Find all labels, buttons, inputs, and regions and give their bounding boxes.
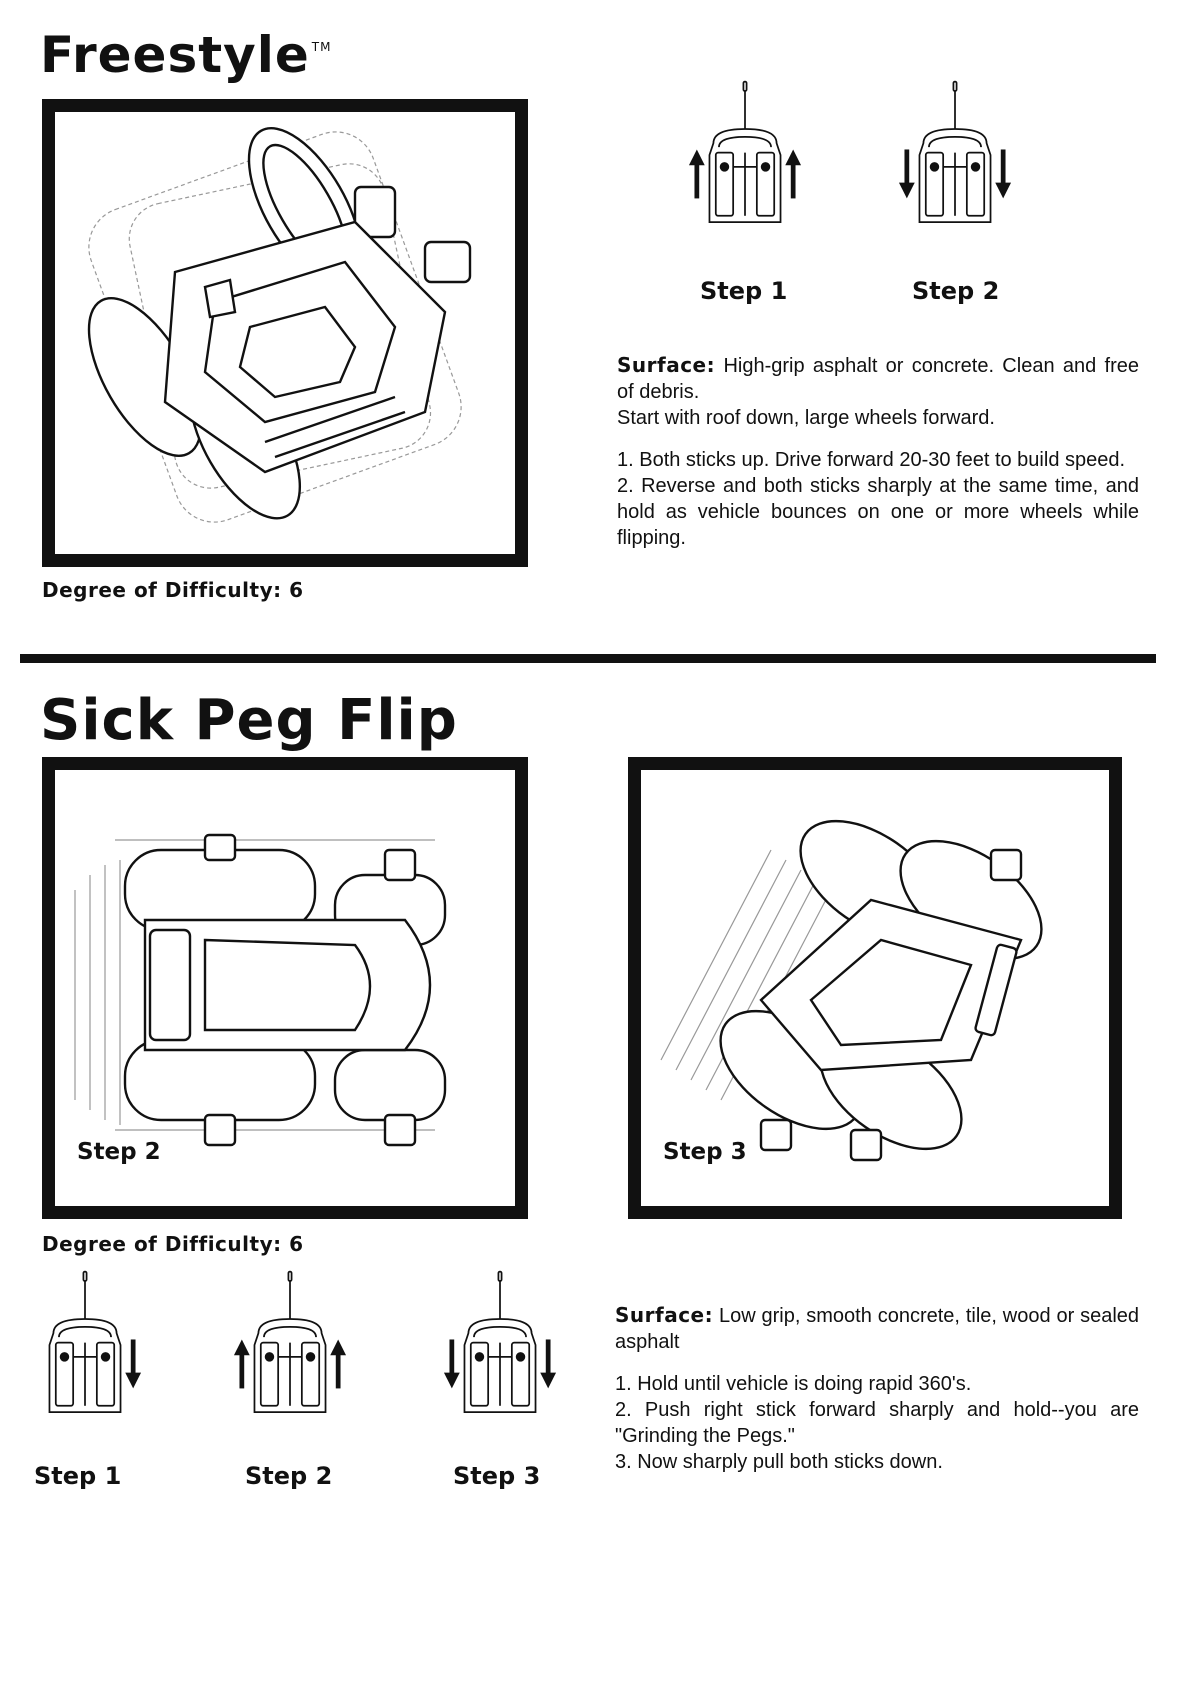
left-stick-arrow-icon [233, 1339, 250, 1389]
sick-peg-image-step2-label: Step 2 [71, 1137, 167, 1167]
right-stick-arrow-icon [785, 149, 802, 199]
right-stick-icon [515, 1352, 526, 1362]
freestyle-step1-label: Step 1 [700, 277, 788, 305]
freestyle-illustration-frame [42, 99, 528, 567]
right-stick-icon [100, 1352, 111, 1362]
freestyle-difficulty: Degree of Difficulty: 6 [42, 578, 304, 602]
right-stick-icon [970, 162, 981, 172]
left-stick-arrow-icon [688, 149, 705, 199]
right-stick-icon [760, 162, 771, 172]
controller-icon [708, 80, 782, 223]
sick-peg-step1-label: Step 1 [34, 1462, 122, 1490]
sick-peg-step3-illustration [660, 819, 1043, 1162]
trademark-mark: TM [311, 40, 332, 54]
left-stick-icon [719, 162, 730, 172]
sick-peg-controller-step2 [233, 1270, 347, 1413]
sick-peg-instruction-3: 3. Now sharply pull both sticks down. [615, 1451, 943, 1473]
controller-icon [918, 80, 992, 223]
controller-icon [48, 1270, 122, 1413]
left-stick-icon [59, 1352, 70, 1362]
freestyle-step2-label: Step 2 [912, 277, 1000, 305]
sick-peg-step2-label: Step 2 [245, 1462, 333, 1490]
controller-icon [253, 1270, 327, 1413]
sick-peg-controller-step3 [443, 1270, 557, 1413]
sick-peg-surface: Surface: Low grip, smooth concrete, tile… [615, 1303, 1140, 1353]
left-stick-arrow-icon [443, 1339, 460, 1389]
sick-peg-instruction-2: 2. Push right stick forward sharply and … [615, 1399, 1139, 1447]
right-stick-arrow-icon [540, 1339, 557, 1389]
freestyle-controller-step2 [898, 80, 1012, 223]
sick-peg-controller-step1 [48, 1270, 142, 1413]
freestyle-surface: Surface: High-grip asphalt or concrete. … [617, 353, 1139, 403]
section-divider [20, 654, 1156, 663]
sick-peg-image-step3-label: Step 3 [657, 1137, 753, 1167]
controller-icon [463, 1270, 537, 1413]
freestyle-description: Surface: High-grip asphalt or concrete. … [617, 352, 1139, 551]
freestyle-start: Start with roof down, large wheels forwa… [617, 407, 995, 429]
sick-peg-step3-frame: Step 3 [628, 757, 1122, 1219]
sick-peg-difficulty: Degree of Difficulty: 6 [42, 1232, 304, 1256]
right-stick-arrow-icon [330, 1339, 347, 1389]
right-stick-arrow-icon [125, 1339, 142, 1389]
sick-peg-instruction-1: 1. Hold until vehicle is doing rapid 360… [615, 1373, 972, 1395]
sick-peg-step3-label: Step 3 [453, 1462, 541, 1490]
freestyle-instruction-1: 1. Both sticks up. Drive forward 20-30 f… [617, 449, 1126, 471]
left-stick-icon [474, 1352, 485, 1362]
left-stick-icon [264, 1352, 275, 1362]
right-stick-icon [305, 1352, 316, 1362]
freestyle-instruction-2: 2. Reverse and both sticks sharply at th… [617, 475, 1139, 549]
sick-peg-step2-frame: Step 2 [42, 757, 528, 1219]
freestyle-controller-step1 [688, 80, 802, 223]
left-stick-arrow-icon [898, 149, 915, 199]
right-stick-arrow-icon [995, 149, 1012, 199]
sick-peg-step2-illustration [74, 833, 447, 1147]
left-stick-icon [929, 162, 940, 172]
sick-peg-description: Surface: Low grip, smooth concrete, tile… [615, 1302, 1139, 1475]
freestyle-car-illustration [87, 127, 472, 523]
sick-peg-flip-title: Sick Peg Flip [40, 688, 458, 753]
